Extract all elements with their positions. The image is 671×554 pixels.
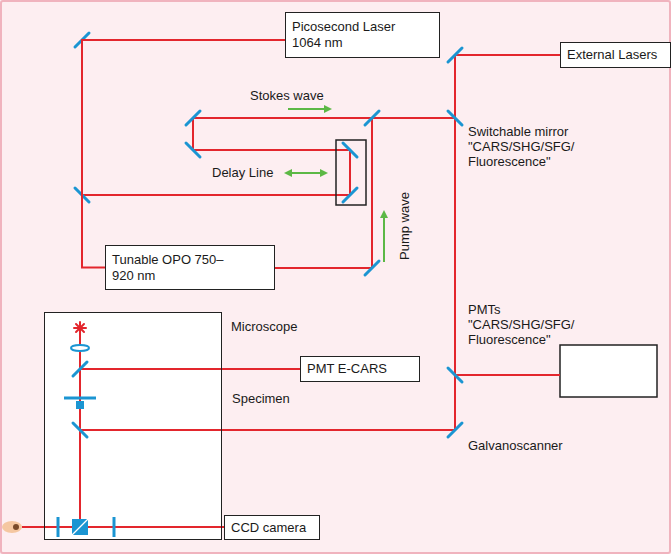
- pump-arrow: [383, 212, 385, 262]
- component-label: PMT E-CARS: [301, 361, 387, 377]
- mirror: [73, 362, 87, 376]
- filter: [57, 517, 60, 537]
- objective: [76, 401, 84, 409]
- component-box: CCD camera: [224, 515, 320, 540]
- mirror: [343, 188, 357, 202]
- component-label: External Lasers: [561, 47, 657, 63]
- component-label: Picosecond Laser 1064 nm: [286, 19, 410, 51]
- pmt-box: [560, 345, 657, 397]
- scan-beam: [80, 55, 560, 430]
- annotation-label: Specimen: [232, 391, 290, 406]
- component-heading: Microscope: [231, 319, 297, 335]
- mirror: [365, 261, 379, 275]
- annotation-label: Switchable mirror "CARS/SHG/SFG/ Fluores…: [468, 124, 580, 169]
- mirror: [186, 111, 200, 125]
- beamsplitter-cube: [72, 519, 88, 535]
- component-box: Tunable OPO 750–920 nm: [105, 245, 275, 290]
- component-box: PMT E-CARS: [300, 356, 420, 382]
- component-box: Picosecond Laser 1064 nm: [285, 12, 440, 58]
- lens: [71, 345, 89, 351]
- mirror: [186, 143, 200, 157]
- laser-beam-connector: [82, 40, 285, 268]
- cube-diagonal: [72, 519, 88, 535]
- component-box: External Lasers: [560, 42, 671, 68]
- stokes-arrow: [288, 108, 330, 110]
- annotation-label: Pump wave: [397, 192, 412, 260]
- mirrors: [73, 33, 462, 437]
- laser-beam-connector: [222, 368, 300, 370]
- mirror: [448, 368, 462, 382]
- ecars-beam: [80, 368, 222, 370]
- mirror: [343, 143, 357, 157]
- mirror: [448, 48, 462, 62]
- annotation-label: Galvanoscanner: [468, 438, 563, 453]
- galvanoscanner-mirror: [448, 423, 462, 437]
- filter: [113, 517, 116, 537]
- pump-beam: [275, 118, 372, 268]
- direction-arrows: [286, 109, 384, 262]
- mirror: [73, 423, 87, 437]
- annotation-label: Stokes wave: [250, 88, 324, 103]
- specimen-stage: [64, 397, 96, 400]
- annotation-label: Delay Line: [212, 165, 273, 180]
- eye-icon: [2, 521, 22, 533]
- delay-stage: [336, 140, 366, 205]
- delay-arrow: [286, 172, 326, 174]
- light-source-star: [74, 322, 86, 334]
- stokes-beam: [82, 118, 455, 195]
- microscope-frame: Microscope: [44, 312, 222, 540]
- camera-beam: [22, 526, 224, 528]
- component-label: Tunable OPO 750–920 nm: [106, 252, 230, 284]
- switchable-mirror: [448, 111, 462, 125]
- component-label: CCD camera: [225, 520, 306, 536]
- annotation-label: PMTs "CARS/SHG/SFG/ Fluorescence": [468, 302, 580, 347]
- dichroic-mirror: [365, 111, 379, 125]
- pmt-beam: [455, 374, 560, 376]
- microscope-ground: [44, 312, 222, 540]
